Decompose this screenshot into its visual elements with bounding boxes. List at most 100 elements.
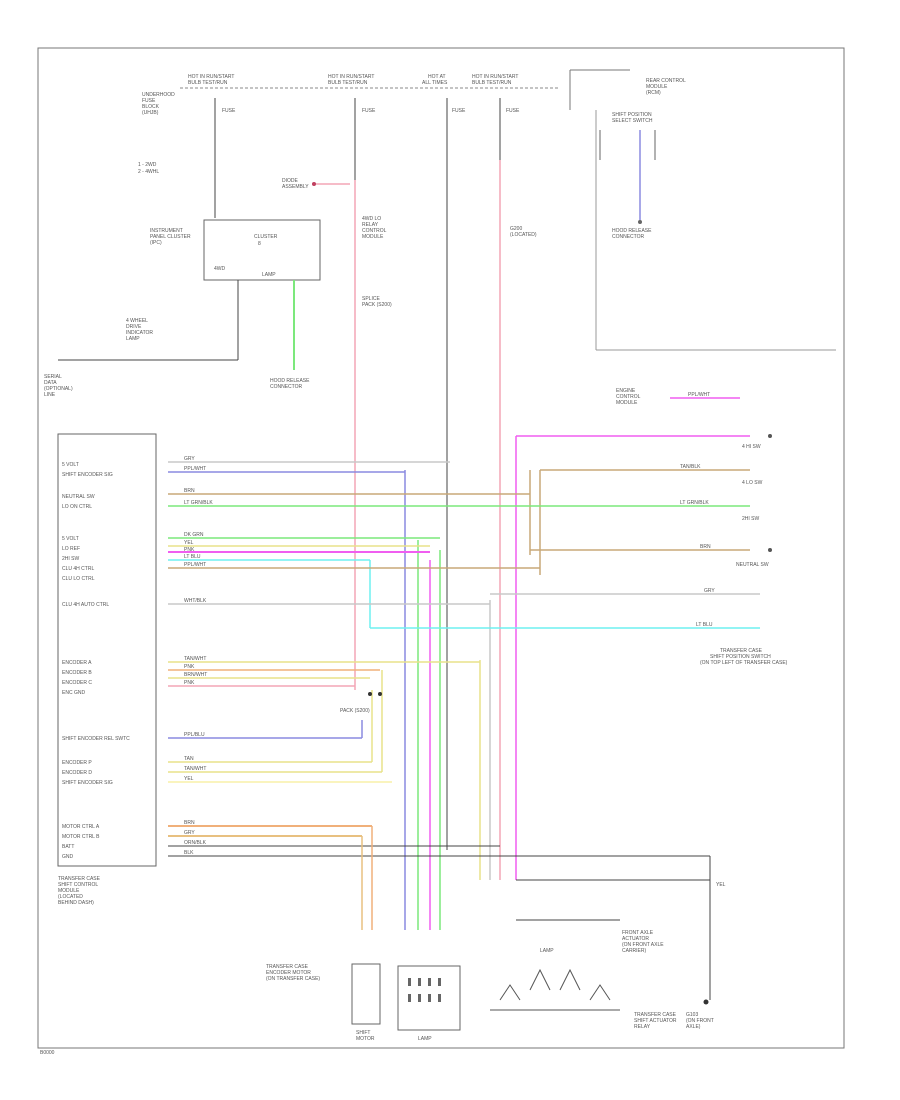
ltgrn-wire-label: LT GRN/BLK <box>680 500 709 506</box>
module-pin-11: ENCODER A <box>62 660 92 666</box>
enc-pin-7 <box>428 994 431 1002</box>
wire-label-12: PNK <box>184 664 195 670</box>
ipc-label-2: PANEL CLUSTER <box>150 234 191 240</box>
wire-label-3: BRN <box>184 488 195 494</box>
relay-sym-1 <box>499 984 521 1001</box>
rear-control-module: REAR CONTROL MODULE (RCM) SHIFT POSITION… <box>569 69 836 351</box>
hot-label-1: HOT IN RUN/START <box>188 74 234 80</box>
module-pin-5: 5 VOLT <box>62 536 79 542</box>
legend-2: 2 - 4WHL <box>138 169 159 175</box>
relay-label-c: (ON FRONT AXLE <box>622 942 664 948</box>
motor-label: SHIFT <box>356 1030 370 1036</box>
wire-label-11: TAN/WHT <box>184 656 206 662</box>
enc-pin-6 <box>418 994 421 1002</box>
top-feeds: HOT IN RUN/START BULB TEST/RUN HOT IN RU… <box>142 74 560 218</box>
gray-wire-label: GRY <box>704 588 715 594</box>
relay-label-a: FRONT AXLE <box>622 930 654 936</box>
g-lbl-3: RELAY <box>634 1024 651 1030</box>
sw-label-3: 2HI SW <box>742 516 760 522</box>
fuse-label-4: FUSE <box>506 108 520 114</box>
hot-label-2: HOT IN RUN/START <box>328 74 374 80</box>
bcm-label-4: LAMP <box>126 336 140 342</box>
wire-label-16: TAN <box>184 756 194 762</box>
module-pin-13: ENCODER C <box>62 680 92 686</box>
module-wire-labels: GRY PPL/WHT BRN LT GRN/BLK DK GRN YEL PN… <box>184 456 213 856</box>
tcm-label-3: (ON TRANSFER CASE) <box>266 976 320 982</box>
module-pin-12: ENCODER B <box>62 670 92 676</box>
wire-label-4: LT GRN/BLK <box>184 500 213 506</box>
relay-label-d: CARRIER) <box>622 948 647 954</box>
ipc-inner-label: CLUSTER <box>254 234 278 240</box>
rcm-label-3: (RCM) <box>646 90 661 96</box>
rcm-ground-dot <box>638 220 642 224</box>
diode-label: DIODE <box>282 178 299 184</box>
encoder-box <box>397 965 461 1031</box>
g-label: G200 <box>510 226 522 232</box>
hot-label-2-sub: BULB TEST/RUN <box>328 80 368 86</box>
wire-label-6: YEL <box>184 540 194 546</box>
motor-box <box>351 963 381 1025</box>
underhood-label-3: BLOCK <box>142 104 160 110</box>
shift-select-label-2: SELECT SWITCH <box>612 118 653 124</box>
module-pin-19: MOTOR CTRL A <box>62 824 100 830</box>
hot-label-3-sub: ALL TIMES <box>422 80 448 86</box>
g-lbl-2: SHIFT ACTUATOR <box>634 1018 677 1024</box>
wire-label-20: GRY <box>184 830 195 836</box>
ipc-label-3: (IPC) <box>150 240 162 246</box>
splice-label: SPLICE <box>362 296 380 302</box>
encoder-pins <box>408 978 441 1002</box>
relay-switch-symbols <box>490 968 620 1011</box>
tc-label-3: (ON TOP LEFT OF TRANSFER CASE) <box>700 660 788 666</box>
module-box <box>57 433 157 867</box>
splice-label-2: PACK (S200) <box>362 302 392 308</box>
bcm-label: 4 WHEEL <box>126 318 148 324</box>
module-title-5: BEHIND DASH) <box>58 900 94 906</box>
instrument-cluster-area: 1 - 2WD 2 - 4WHL INSTRUMENT PANEL CLUSTE… <box>44 162 321 398</box>
wire-label-2: PPL/WHT <box>184 466 206 472</box>
hot-label-1-sub: BULB TEST/RUN <box>188 80 228 86</box>
ecm-label: ENGINE <box>616 388 636 394</box>
module-pin-1: 5 VOLT <box>62 462 79 468</box>
relay-label-4: MODULE <box>362 234 384 240</box>
sw-label-4: NEUTRAL SW <box>736 562 769 568</box>
relay-sym-2 <box>529 968 551 991</box>
underhood-label-2: FUSE <box>142 98 156 104</box>
shift-select-label: SHIFT POSITION <box>612 112 652 118</box>
relay-label-1: 4WD LO <box>362 216 381 222</box>
enc-pin-5 <box>408 994 411 1002</box>
wire-label-13: BRN/WHT <box>184 672 207 678</box>
tcm-label: TRANSFER CASE <box>266 964 309 970</box>
ipc-label: INSTRUMENT <box>150 228 183 234</box>
g-lbl-5: (ON FRONT <box>686 1018 714 1024</box>
wire-label-22: BLK <box>184 850 194 856</box>
relay-label-2: RELAY <box>362 222 379 228</box>
module-pin-8: CLU 4H CTRL <box>62 566 94 572</box>
hot-label-3: HOT AT <box>428 74 446 80</box>
bcm-label-2: DRIVE <box>126 324 142 330</box>
underhood-label: UNDERHOOD <box>142 92 175 98</box>
tcm-label-2: ENCODER MOTOR <box>266 970 311 976</box>
g-lbl-1: TRANSFER CASE <box>634 1012 677 1018</box>
tc-label-2: SHIFT POSITION SWITCH <box>710 654 771 660</box>
bcm-label-3: INDICATOR <box>126 330 153 336</box>
wire-label-10: WHT/BLK <box>184 598 207 604</box>
wire-label-8: LT BLU <box>184 554 201 560</box>
wire-label-21: ORN/BLK <box>184 840 207 846</box>
sw-label-2: 4 LO SW <box>742 480 763 486</box>
hot-label-4: HOT IN RUN/START <box>472 74 518 80</box>
wire-label-5: DK GRN <box>184 532 204 538</box>
vertical-wires <box>354 160 541 930</box>
fuse-label-2: FUSE <box>362 108 376 114</box>
module-pin-14: ENC GND <box>62 690 85 696</box>
module-pin-7: 2HI SW <box>62 556 80 562</box>
fuse-label-3: FUSE <box>452 108 466 114</box>
diode-label-2: ASSEMBLY <box>282 184 309 190</box>
wire-label-17: TAN/WHT <box>184 766 206 772</box>
diagram-frame <box>37 47 845 1049</box>
data-label-3: (OPTIONAL) <box>44 386 73 392</box>
module-pin-17: ENCODER D <box>62 770 92 776</box>
right-wires: ENGINE CONTROL MODULE PPL/WHT TAN/BLK LT… <box>168 388 788 666</box>
g-lbl-4: G103 <box>686 1012 698 1018</box>
yel-label: YEL <box>716 882 726 888</box>
